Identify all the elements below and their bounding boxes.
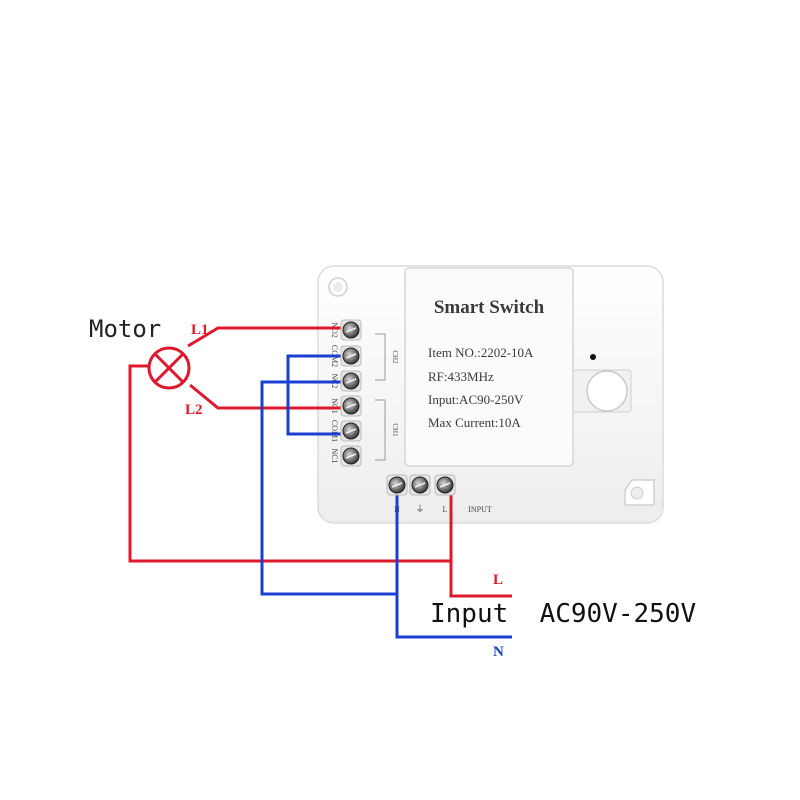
terminal-label-input: INPUT bbox=[468, 505, 492, 514]
terminal-label-com1: COM1 bbox=[330, 420, 339, 442]
terminal-label-no1: NO1 bbox=[330, 398, 339, 414]
terminal-com1-slot bbox=[345, 428, 357, 434]
input-voltage: Input:AC90-250V bbox=[428, 392, 524, 407]
wire-com-link bbox=[286, 354, 351, 436]
mount-hole-top-left-inner bbox=[333, 282, 343, 292]
wire-l2 bbox=[189, 383, 351, 410]
wire-neutral-to-com bbox=[260, 380, 397, 596]
terminal-bottom-n-slot bbox=[391, 482, 403, 488]
terminal-bottom-n bbox=[386, 474, 408, 496]
wire-l1 bbox=[187, 326, 351, 348]
motor-label: Motor bbox=[89, 315, 161, 343]
ch2-bracket bbox=[375, 333, 386, 381]
ch1-bracket bbox=[375, 399, 386, 461]
device-title: Smart Switch bbox=[434, 297, 545, 318]
ch2-label: CH2 bbox=[391, 350, 399, 364]
terminal-nc1-slot bbox=[345, 453, 357, 459]
l2-label: L2 bbox=[185, 402, 203, 418]
l1-label: L1 bbox=[191, 322, 209, 338]
terminal-no2-slot bbox=[345, 327, 357, 333]
side-screw-terminals bbox=[340, 319, 362, 467]
motor-symbol bbox=[147, 346, 191, 390]
terminal-com2-slot bbox=[345, 353, 357, 359]
terminal-label-ground: ⏚ bbox=[415, 504, 424, 514]
ch1-label: CH1 bbox=[391, 423, 399, 437]
terminal-bottom-l-slot bbox=[439, 482, 451, 488]
supply-l-label: L bbox=[493, 572, 503, 588]
item-number: Item NO.:2202-10A bbox=[428, 345, 534, 360]
pair-button[interactable] bbox=[572, 354, 632, 413]
terminal-nc1 bbox=[340, 445, 362, 467]
terminal-nc2 bbox=[340, 370, 362, 392]
button-cap[interactable] bbox=[586, 370, 628, 412]
terminal-label-l: L bbox=[443, 505, 448, 514]
terminal-label-no2: NO2 bbox=[330, 322, 339, 338]
rf-frequency: RF:433MHz bbox=[428, 369, 494, 384]
wiring bbox=[128, 326, 512, 639]
mount-hole-bottom-right bbox=[630, 486, 644, 500]
terminal-no1-slot bbox=[345, 403, 357, 409]
status-led bbox=[590, 354, 596, 360]
terminal-nc2-slot bbox=[345, 378, 357, 384]
terminal-no2 bbox=[340, 319, 362, 341]
wire-motor-live-return bbox=[128, 364, 451, 563]
supply-n-label: N bbox=[493, 644, 504, 660]
supply-input-label: Input AC90V-250V bbox=[430, 599, 696, 629]
max-current: Max Current:10A bbox=[428, 415, 521, 430]
wire-neutral-supply bbox=[395, 486, 512, 639]
terminal-bottom-ground bbox=[409, 474, 431, 496]
terminal-label-nc1: NC1 bbox=[330, 448, 339, 463]
label-panel bbox=[404, 267, 574, 467]
terminal-bottom-l bbox=[434, 474, 456, 496]
terminal-com2 bbox=[340, 345, 362, 367]
terminal-com1 bbox=[340, 420, 362, 442]
bottom-screw-terminals bbox=[386, 474, 456, 496]
terminal-bottom-ground-slot bbox=[414, 482, 426, 488]
motor-cross-b bbox=[153, 352, 185, 384]
terminal-no1 bbox=[340, 395, 362, 417]
